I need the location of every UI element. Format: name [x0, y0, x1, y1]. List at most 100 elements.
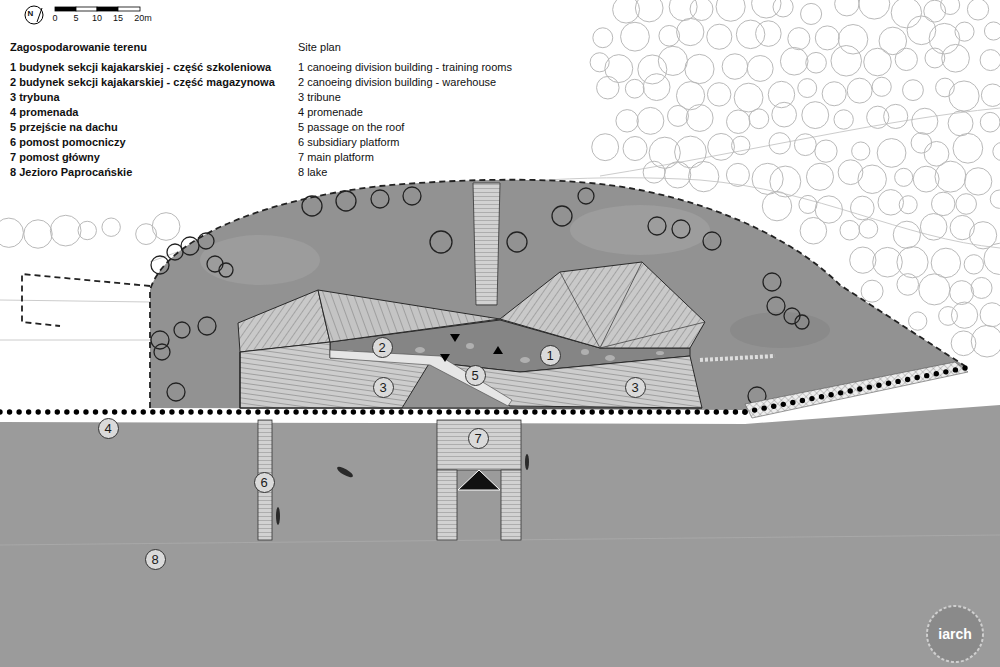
forest-trees: [873, 247, 903, 277]
forest-trees: [859, 220, 878, 239]
site-trees: [302, 196, 322, 216]
timber-walkway: [473, 183, 500, 305]
promenade-dots: [905, 377, 910, 382]
promenade-dots: [7, 409, 12, 414]
promenade-dots: [418, 409, 423, 414]
scale-number: 20m: [134, 13, 152, 24]
promenade-dots: [341, 409, 346, 414]
forest-trees: [964, 255, 983, 274]
promenade-dots: [16, 409, 21, 414]
key-entry-english: 2 canoeing division building - warehouse: [298, 76, 496, 89]
forest-trees: [838, 25, 868, 55]
lake: [0, 405, 1000, 667]
forest-trees: [773, 0, 793, 17]
forest-trees: [24, 220, 52, 248]
promenade-dots: [255, 409, 260, 414]
site-trees: [672, 220, 690, 238]
forest-trees: [649, 137, 680, 168]
promenade-dots: [26, 409, 31, 414]
building: [238, 290, 330, 352]
forest-trees: [951, 302, 977, 328]
scale-number: 10: [92, 13, 102, 24]
forest-trees: [950, 215, 974, 239]
callout-number: 4: [98, 418, 119, 439]
entrance-markers: [493, 346, 503, 354]
forest-trees: [838, 160, 863, 185]
site-area: [22, 180, 965, 410]
scale-bar: [118, 7, 140, 11]
promenade-dots: [398, 409, 403, 414]
forest-trees: [621, 22, 650, 51]
forest-trees: [756, 21, 782, 47]
forest-trees: [939, 307, 958, 326]
forest-trees: [931, 192, 954, 215]
forest-trees: [722, 54, 748, 80]
forest-trees: [859, 0, 890, 19]
forest-trees: [635, 0, 663, 22]
lake: [0, 535, 1000, 545]
forest-trees: [0, 218, 23, 247]
promenade-dots: [131, 409, 136, 414]
forest-trees: [980, 112, 1000, 132]
site-trees: [763, 273, 781, 291]
promenade-dots: [188, 409, 193, 414]
promenade-dots: [934, 371, 939, 376]
forest-trees: [749, 109, 769, 129]
forest-trees: [806, 163, 833, 190]
promenade-dots: [504, 409, 509, 414]
forest-trees: [658, 46, 687, 75]
forest-trees: [942, 44, 970, 72]
promenade-dots: [561, 409, 566, 414]
forest-trees: [762, 191, 791, 220]
site-area: [570, 205, 710, 255]
callout-number: 5: [465, 365, 486, 386]
forest-trees: [964, 168, 991, 195]
forest-trees: [911, 133, 932, 154]
boats: [276, 507, 280, 525]
forest-trees: [899, 196, 917, 214]
promenade-dots: [456, 409, 461, 414]
forest-trees: [941, 0, 960, 15]
forest-trees: [895, 48, 917, 70]
key-entry-polish: 8 Jezioro Paprocańskie: [10, 166, 132, 179]
forest-trees: [897, 274, 919, 296]
promenade-dots: [656, 409, 661, 414]
courtyard-stones: [466, 343, 474, 349]
forest-trees: [625, 79, 644, 98]
forest-trees: [931, 248, 960, 277]
building: [240, 352, 702, 408]
forest-trees: [815, 140, 837, 162]
promenade-dots: [609, 409, 614, 414]
forest-trees: [727, 110, 750, 133]
forest-trees: [801, 3, 822, 24]
main-platform: [458, 470, 500, 490]
boats: [276, 454, 529, 525]
site-trees: [371, 190, 389, 208]
promenade-dots: [83, 409, 88, 414]
forest-trees: [772, 102, 797, 127]
forest-trees: [956, 194, 977, 215]
building: [560, 262, 705, 348]
entrance-markers: [440, 354, 450, 362]
site-trees: [767, 297, 785, 315]
promenade-dots: [675, 409, 680, 414]
forest-trees: [851, 196, 875, 220]
building: [500, 262, 705, 348]
promenade-dots: [742, 409, 747, 414]
forest-trees: [980, 50, 1000, 71]
promenade-dots: [800, 398, 805, 403]
forest-trees: [891, 0, 921, 28]
site-trees: [403, 187, 421, 205]
forest-trees: [971, 277, 992, 298]
forest-trees: [769, 133, 790, 154]
promenade-dots: [45, 409, 50, 414]
forest-trees: [858, 165, 886, 193]
promenade-dots: [943, 369, 948, 374]
site-area: [730, 312, 830, 348]
forest-trees: [981, 84, 1000, 106]
promenade-dots: [207, 409, 212, 414]
promenade-dots: [64, 409, 69, 414]
promenade-dots: [551, 409, 556, 414]
forest-trees: [955, 22, 974, 41]
forest-trees: [637, 107, 664, 134]
